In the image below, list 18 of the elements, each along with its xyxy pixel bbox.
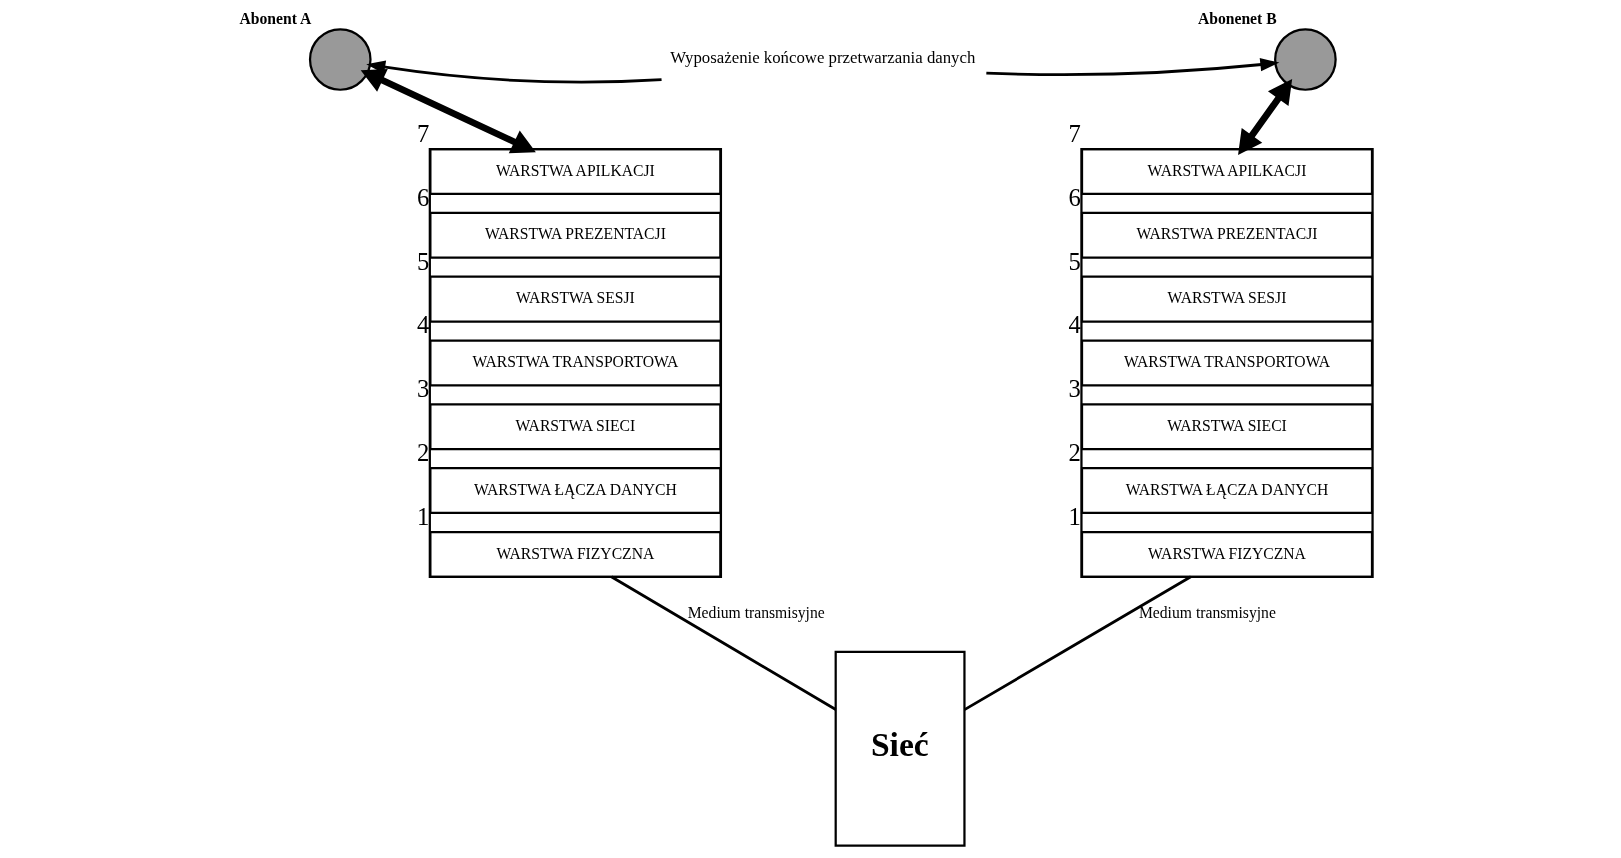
node-label: 3 xyxy=(416,375,430,403)
node-label: 2 xyxy=(1068,439,1081,467)
node-label: 5 xyxy=(1068,247,1081,275)
node-label: Abonenet B xyxy=(1197,9,1277,27)
edge-label: Medium transmisyjne xyxy=(1138,604,1276,622)
node-label: 1 xyxy=(416,502,430,530)
node-label: 7 xyxy=(1068,119,1081,147)
node-text: Wyposażenie końcowe przetwarzania danych xyxy=(670,48,976,68)
node-label: Abonent A xyxy=(239,9,312,27)
node-label: 6 xyxy=(416,183,430,211)
node-label: 5 xyxy=(416,247,430,275)
node-label: 2 xyxy=(416,439,430,467)
node-label: 6 xyxy=(1068,183,1081,211)
edge-label: Medium transmisyjne xyxy=(687,604,825,622)
node-label: 4 xyxy=(416,311,430,339)
node-label: 7 xyxy=(416,119,430,147)
node-label: 1 xyxy=(1068,502,1081,530)
node-label: 3 xyxy=(1068,375,1081,403)
